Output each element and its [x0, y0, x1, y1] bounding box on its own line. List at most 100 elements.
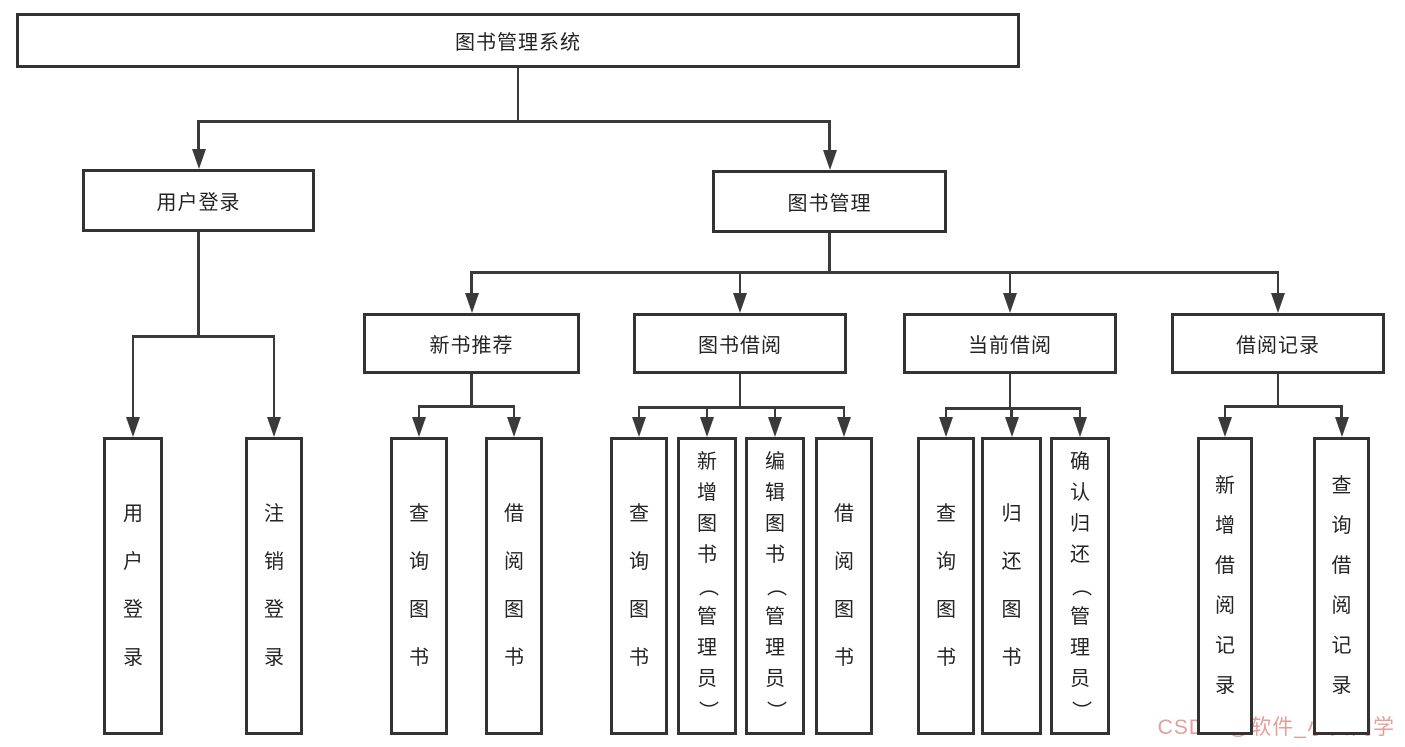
vertical-char: （: [696, 576, 719, 596]
vertical-char: 阅: [504, 551, 524, 573]
edge-bookBorrow-editBooks-stem: [773, 406, 777, 420]
edge-currentBorrow-trunk: [1008, 374, 1012, 410]
vertical-char: （: [1069, 576, 1092, 596]
edge-borrowRecord-queryBorrowRecord-stem: [1340, 405, 1343, 420]
vertical-char: 询: [1331, 515, 1352, 537]
edge-bookBorrow-borrowBooksB-stem: [842, 406, 846, 420]
node-borrowBooksB: 借阅图书: [815, 437, 873, 735]
vertical-char: 查: [1331, 475, 1352, 497]
vertical-char: （: [764, 576, 787, 596]
arrowhead-down-icon: [267, 417, 281, 437]
vertical-char: 书: [409, 647, 429, 669]
vertical-char: 管: [1070, 605, 1090, 628]
node-label: 新增图书（管理员）: [697, 448, 719, 725]
vertical-char: 借: [1331, 555, 1352, 577]
edge-userLogin-rail: [131, 335, 276, 338]
node-label: 确认归还（管理员）: [1070, 448, 1092, 725]
vertical-char: 书: [1001, 647, 1022, 669]
arrowhead-down-icon: [837, 417, 851, 437]
vertical-char: 录: [264, 647, 284, 669]
arrowhead-down-icon: [700, 417, 714, 437]
node-label: 新增借阅记录: [1215, 471, 1235, 701]
node-label: 借阅记录: [1236, 335, 1320, 357]
arrowhead-down-icon: [822, 150, 837, 170]
vertical-char: ）: [764, 700, 787, 720]
node-queryBooksB: 查询图书: [610, 437, 668, 735]
node-label: 借阅图书: [834, 499, 854, 673]
vertical-char: 阅: [834, 551, 854, 573]
node-label: 查询借阅记录: [1332, 471, 1352, 701]
vertical-char: 借: [834, 503, 854, 525]
edge-root-userLogin-stem: [197, 120, 200, 152]
edge-bookMgmt-trunk: [828, 233, 831, 274]
edge-root-rail: [197, 120, 831, 123]
node-label: 归还图书: [1002, 499, 1022, 673]
vertical-char: 查: [936, 503, 956, 525]
vertical-char: 增: [1215, 515, 1235, 537]
vertical-char: 编: [765, 450, 785, 473]
vertical-char: 注: [264, 503, 284, 525]
edge-userLogin-loginV-stem: [131, 335, 135, 420]
vertical-char: 管: [697, 605, 717, 628]
arrowhead-down-icon: [464, 293, 479, 313]
arrowhead-down-icon: [632, 417, 646, 437]
arrowhead-down-icon: [1073, 417, 1087, 437]
vertical-char: 图: [1001, 599, 1022, 621]
node-bookMgmt: 图书管理: [712, 170, 947, 233]
vertical-char: 查: [629, 503, 649, 525]
vertical-char: 书: [936, 647, 956, 669]
vertical-char: 还: [1001, 551, 1022, 573]
edge-bookBorrow-addBooks-stem: [705, 406, 709, 420]
node-returnBooks: 归还图书: [981, 437, 1042, 735]
vertical-char: 归: [1070, 512, 1090, 535]
vertical-char: 记: [1331, 635, 1352, 657]
vertical-char: 员: [697, 667, 717, 690]
node-label: 用户登录: [123, 499, 143, 673]
node-addBooks: 新增图书（管理员）: [677, 437, 737, 735]
node-label: 用户登录: [156, 192, 241, 214]
vertical-char: 书: [629, 647, 649, 669]
vertical-char: 图: [765, 512, 785, 535]
edge-bookMgmt-borrowRecord-stem: [1276, 271, 1280, 296]
node-editBooks: 编辑图书（管理员）: [745, 437, 805, 735]
vertical-char: ）: [696, 700, 719, 720]
vertical-char: 查: [409, 503, 429, 525]
vertical-char: 用: [123, 503, 143, 525]
edge-root-trunk: [516, 68, 520, 123]
vertical-char: 询: [936, 551, 956, 573]
vertical-char: ）: [1069, 700, 1092, 720]
vertical-char: 借: [504, 503, 524, 525]
edge-root-bookMgmt-stem: [828, 120, 831, 153]
edge-bookBorrow-trunk: [738, 374, 742, 409]
vertical-char: 录: [1331, 675, 1352, 697]
node-queryBorrowRecord: 查询借阅记录: [1313, 437, 1370, 735]
vertical-char: 询: [409, 551, 429, 573]
arrowhead-down-icon: [1218, 417, 1232, 437]
node-label: 编辑图书（管理员）: [765, 448, 787, 725]
edge-currentBorrow-returnBooks-stem: [1010, 407, 1013, 420]
vertical-char: 书: [834, 647, 854, 669]
node-addBorrowRecord: 新增借阅记录: [1197, 437, 1253, 735]
edge-newBookRec-rail: [417, 405, 516, 408]
node-label: 当前借阅: [968, 335, 1052, 357]
edge-currentBorrow-queryBooksC-stem: [944, 407, 948, 420]
arrowhead-down-icon: [939, 417, 953, 437]
vertical-char: 图: [834, 599, 854, 621]
vertical-char: 新: [1215, 475, 1235, 497]
node-borrowBooksA: 借阅图书: [485, 437, 543, 735]
arrowhead-down-icon: [126, 417, 140, 437]
node-label: 借阅图书: [504, 499, 524, 673]
arrowhead-down-icon: [1003, 293, 1017, 313]
node-userLogin: 用户登录: [82, 169, 315, 232]
node-bookBorrow: 图书借阅: [633, 313, 847, 374]
vertical-char: 增: [697, 481, 717, 504]
vertical-char: 图: [409, 599, 429, 621]
vertical-char: 录: [1215, 675, 1235, 697]
vertical-char: 归: [1001, 503, 1022, 525]
arrowhead-down-icon: [733, 293, 747, 313]
vertical-char: 理: [1070, 636, 1090, 659]
edge-bookBorrow-rail: [637, 406, 846, 409]
arrowhead-down-icon: [412, 417, 426, 437]
edge-currentBorrow-rail: [944, 407, 1082, 410]
